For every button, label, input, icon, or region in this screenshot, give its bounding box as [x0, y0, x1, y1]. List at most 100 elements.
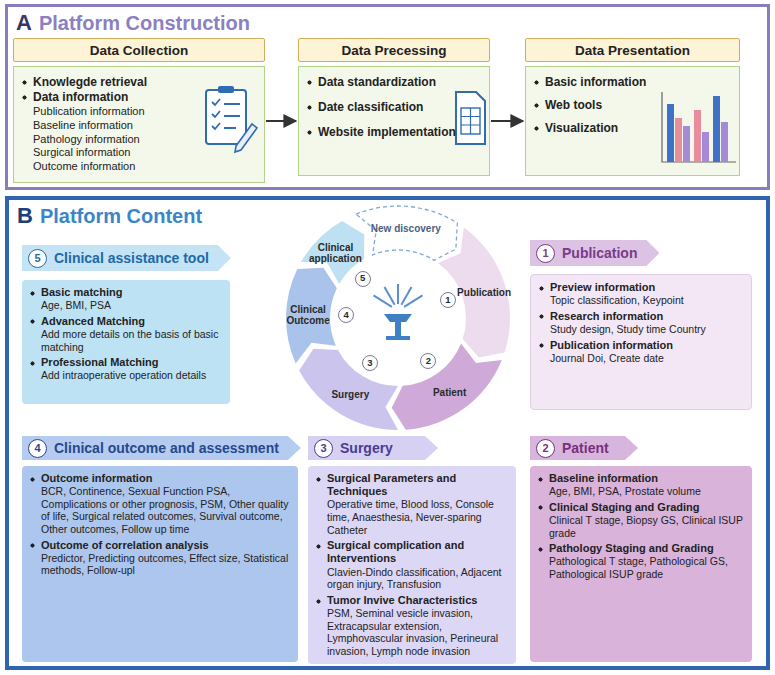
tab-fill [22, 245, 231, 271]
detail-text: BCR, Continence, Sexual Function PSA, Co… [41, 485, 290, 535]
detail-text: Outcome information [33, 160, 218, 174]
flow-arrow [491, 120, 523, 122]
section-title: Clinical assistance tool [54, 250, 209, 266]
section-card: Basic matchingAge, BMI, PSAAdvanced Matc… [22, 280, 230, 404]
platform-icon [373, 284, 422, 340]
bullet-item: Research information [539, 310, 743, 323]
bar [713, 96, 720, 162]
cycle-label: New discovery [371, 223, 441, 234]
bullet-item: Surgical complication and Interventions [316, 539, 508, 565]
bar [694, 110, 701, 162]
detail-text: Age, BMI, PSA, Prostate volume [549, 485, 744, 498]
panel-title: Platform Content [40, 205, 202, 228]
step-box: Data standardizationDate classificationW… [298, 66, 490, 176]
detail-text: Topic classification, Keypoint [550, 294, 743, 307]
bullet-item: Pathology Staging and Grading [538, 542, 744, 555]
bar [675, 118, 682, 162]
detail-text: Baseline information [33, 119, 218, 133]
cycle-number: 5 [355, 271, 371, 287]
pen [235, 124, 257, 152]
step-box: Knowlegde retrievalData informationPubli… [13, 66, 265, 183]
tab-fill [308, 436, 438, 460]
panel-letter: B [17, 203, 33, 229]
step-title: Data Presentation [575, 43, 690, 58]
signal-ray [384, 287, 394, 305]
panel-letter: A [16, 10, 32, 36]
bar [683, 126, 690, 162]
flow-arrow [266, 120, 296, 122]
step-title: Data Collection [90, 43, 188, 58]
bullet-item: Website implementation [307, 125, 468, 140]
tab-fill [530, 436, 638, 460]
section-tab: 3Surgery [308, 436, 438, 460]
step-box: Basic informationWeb toolsVisualization [525, 66, 740, 176]
platform-base [384, 314, 412, 322]
clipboard-board [206, 90, 246, 144]
cycle-number: 2 [420, 353, 436, 369]
detail-text: Add more details on the basis of basic m… [41, 328, 222, 353]
detail-text: Operative time, Blood loss, Console time… [327, 498, 508, 536]
section-title: Publication [562, 245, 637, 261]
bullet-item: Surgical Parameters and Techniques [316, 472, 508, 498]
chart-axis [662, 92, 736, 162]
tab-fill [530, 240, 659, 266]
bar-chart-icon [662, 92, 736, 162]
bullet-item: Outcome information [30, 472, 290, 485]
section-title: Patient [562, 440, 609, 456]
bullet-item: Date classification [307, 100, 468, 115]
step-header: Data Presentation [525, 38, 740, 62]
platform-foot [386, 336, 410, 340]
section-title: Clinical outcome and assessment [54, 440, 279, 456]
detail-text: Age, BMI, PSA [41, 299, 222, 312]
detail-text: Predictor, Predicting outcomes, Effect s… [41, 552, 290, 577]
step-title: Data Precessing [341, 43, 446, 58]
spreadsheet-icon [456, 92, 485, 144]
bullet-item: Knowlegde retrieval [22, 75, 218, 90]
detail-text: Clinical T stage, Biopsy GS, Clinical IS… [549, 514, 744, 539]
section-card: Outcome informationBCR, Continence, Sexu… [22, 466, 298, 662]
check-marks [212, 99, 220, 129]
clipboard-clip [218, 86, 234, 93]
bar [667, 104, 674, 162]
detail-text: Surgical information [33, 146, 218, 160]
bullet-item: Professional Matching [30, 356, 222, 369]
table-grid [461, 108, 480, 134]
list-lines [224, 104, 240, 128]
cycle-number: 3 [362, 355, 378, 371]
detail-text: Pathological T stage, Pathological GS, P… [549, 555, 744, 580]
cycle-segment [299, 349, 398, 430]
bullet-item: Data standardization [307, 75, 468, 90]
section-number: 5 [28, 249, 47, 268]
bullet-item: Clinical Staging and Grading [538, 501, 744, 514]
bullet-item: Outcome of correlation analysis [30, 539, 290, 552]
panel-heading: A Platform Construction [16, 10, 250, 36]
detail-text: Journal Doi, Create date [550, 352, 743, 365]
detail-text: Clavien-Dindo classification, Adjacent o… [327, 566, 508, 591]
panel: B Platform Content 5 Clinical assistance to… [5, 196, 770, 670]
step-header: Data Precessing [298, 38, 490, 62]
bar [721, 122, 728, 162]
section-number: 4 [28, 439, 47, 458]
detail-text: Publication information [33, 105, 218, 119]
panel-title: Platform Construction [39, 12, 250, 35]
bullet-item: Tumor Invive Characteristics [316, 594, 508, 607]
cycle-number: 4 [338, 307, 354, 323]
step-header: Data Collection [13, 38, 265, 62]
section-tab: 2Patient [530, 436, 638, 460]
bullet-item: Preview information [539, 281, 743, 294]
bullet-item: Basic information [534, 75, 657, 90]
platform-stand [395, 322, 401, 336]
signal-ray [404, 295, 422, 306]
signal-ray [397, 284, 399, 304]
panel-heading: B Platform Content [17, 203, 202, 229]
section-tab: 1Publication [530, 240, 659, 266]
detail-text: Add intraoperative operation details [41, 369, 222, 382]
table [461, 108, 480, 134]
section-card: Baseline informationAge, BMI, PSA, Prost… [530, 466, 752, 662]
section-card: Preview informationTopic classification,… [530, 274, 752, 410]
bullet-item: Data information [22, 90, 218, 105]
tab-fill [22, 436, 301, 460]
detail-text: Pathology information [33, 133, 218, 147]
section-number: 3 [314, 439, 333, 458]
